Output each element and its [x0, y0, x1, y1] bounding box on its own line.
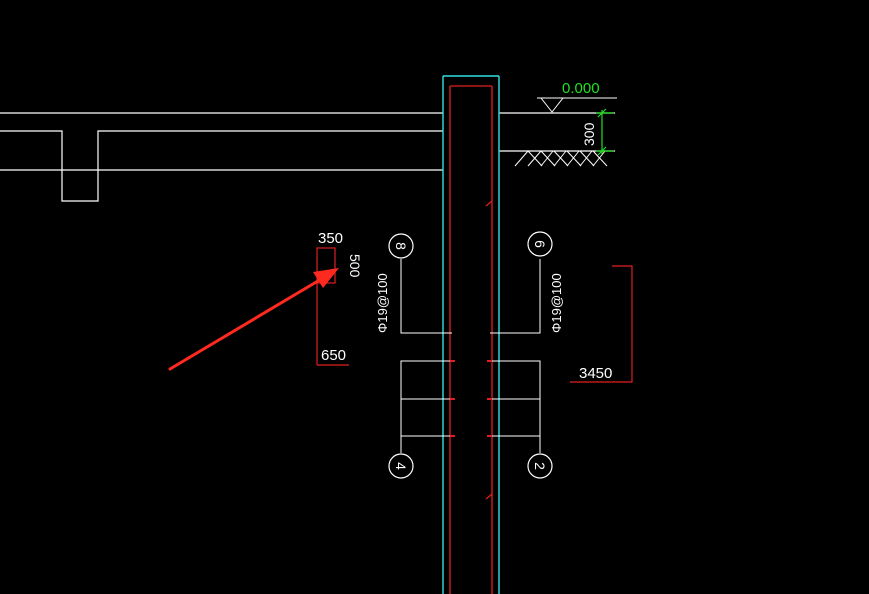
span-dimension: [570, 265, 633, 383]
elevation-mark: 0.000: [537, 80, 617, 113]
wall-outline: [442, 75, 500, 594]
small-rect-height-label: 500: [347, 254, 363, 278]
slab-thickness-dimension: [596, 108, 614, 156]
rebar-label-right: Φ19@100: [549, 273, 564, 333]
rebar-label-left: Φ19@100: [375, 273, 390, 333]
marker-8: 8: [388, 233, 414, 259]
annotation-arrow: [168, 268, 339, 371]
svg-text:6: 6: [532, 240, 548, 248]
elevation-label: 0.000: [562, 80, 600, 97]
bar-ticks: [450, 360, 492, 437]
marker-6: 6: [527, 231, 553, 257]
small-rect-width-label: 350: [318, 230, 343, 247]
marker-4: 4: [388, 453, 414, 479]
rebar-leaders: [400, 259, 541, 453]
span-label: 3450: [579, 365, 612, 382]
slab-thickness-label: 300: [581, 122, 597, 146]
svg-text:4: 4: [393, 462, 409, 470]
small-rect-bottom-label: 650: [321, 347, 346, 364]
ground-hatch: [514, 150, 608, 167]
marker-2: 2: [527, 453, 553, 479]
svg-text:2: 2: [532, 462, 548, 470]
rebar-cage: [449, 85, 493, 594]
svg-text:8: 8: [393, 242, 409, 250]
slab-outline: [0, 112, 615, 202]
